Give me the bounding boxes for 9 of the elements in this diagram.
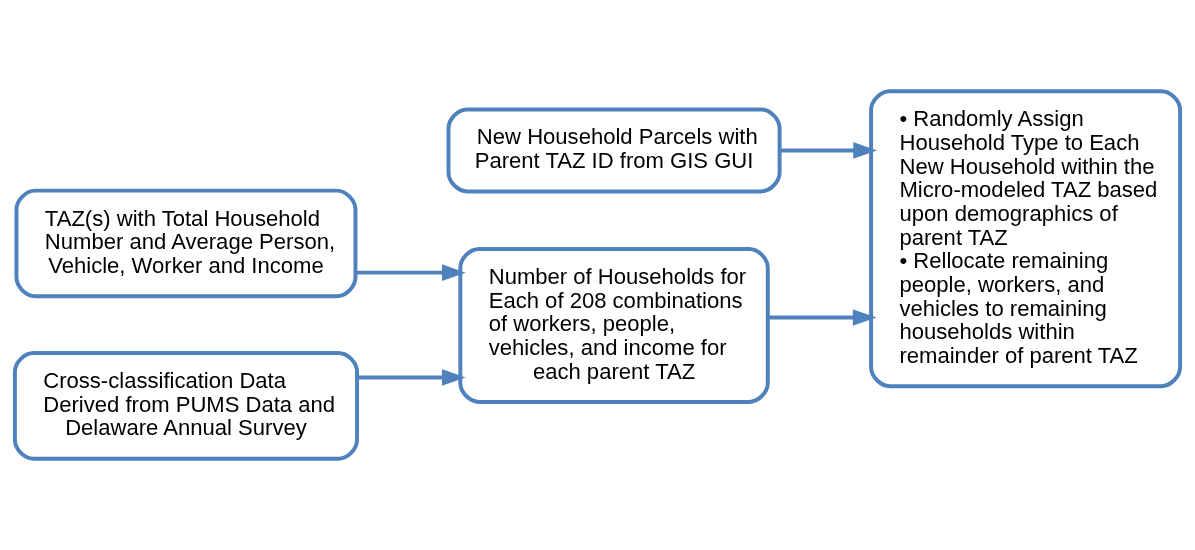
node-box: Number of Households for Each of 208 combinations of workers, people, vehicles, and income for each parent TAZ	[458, 247, 770, 404]
arrow	[357, 369, 466, 386]
node-box: Cross-classification Data Derived from PUMS Data and Delaware Annual Survey	[12, 351, 359, 461]
node-box: • Randomly Assign Household Type to Each New Household within the Micro-modeled TAZ based upon demographics of parent TAZ • Rellocate remaining people, workers, and vehicles to remaining households within remainder of parent TAZ	[869, 89, 1183, 389]
arrow	[355, 264, 466, 281]
node-box: New Household Parcels with Parent TAZ ID from GIS GUI	[446, 107, 782, 194]
node-box: TAZ(s) with Total Household Number and Average Person, Vehicle, Worker and Income	[14, 188, 358, 299]
arrow	[767, 309, 877, 326]
arrow	[779, 142, 877, 159]
